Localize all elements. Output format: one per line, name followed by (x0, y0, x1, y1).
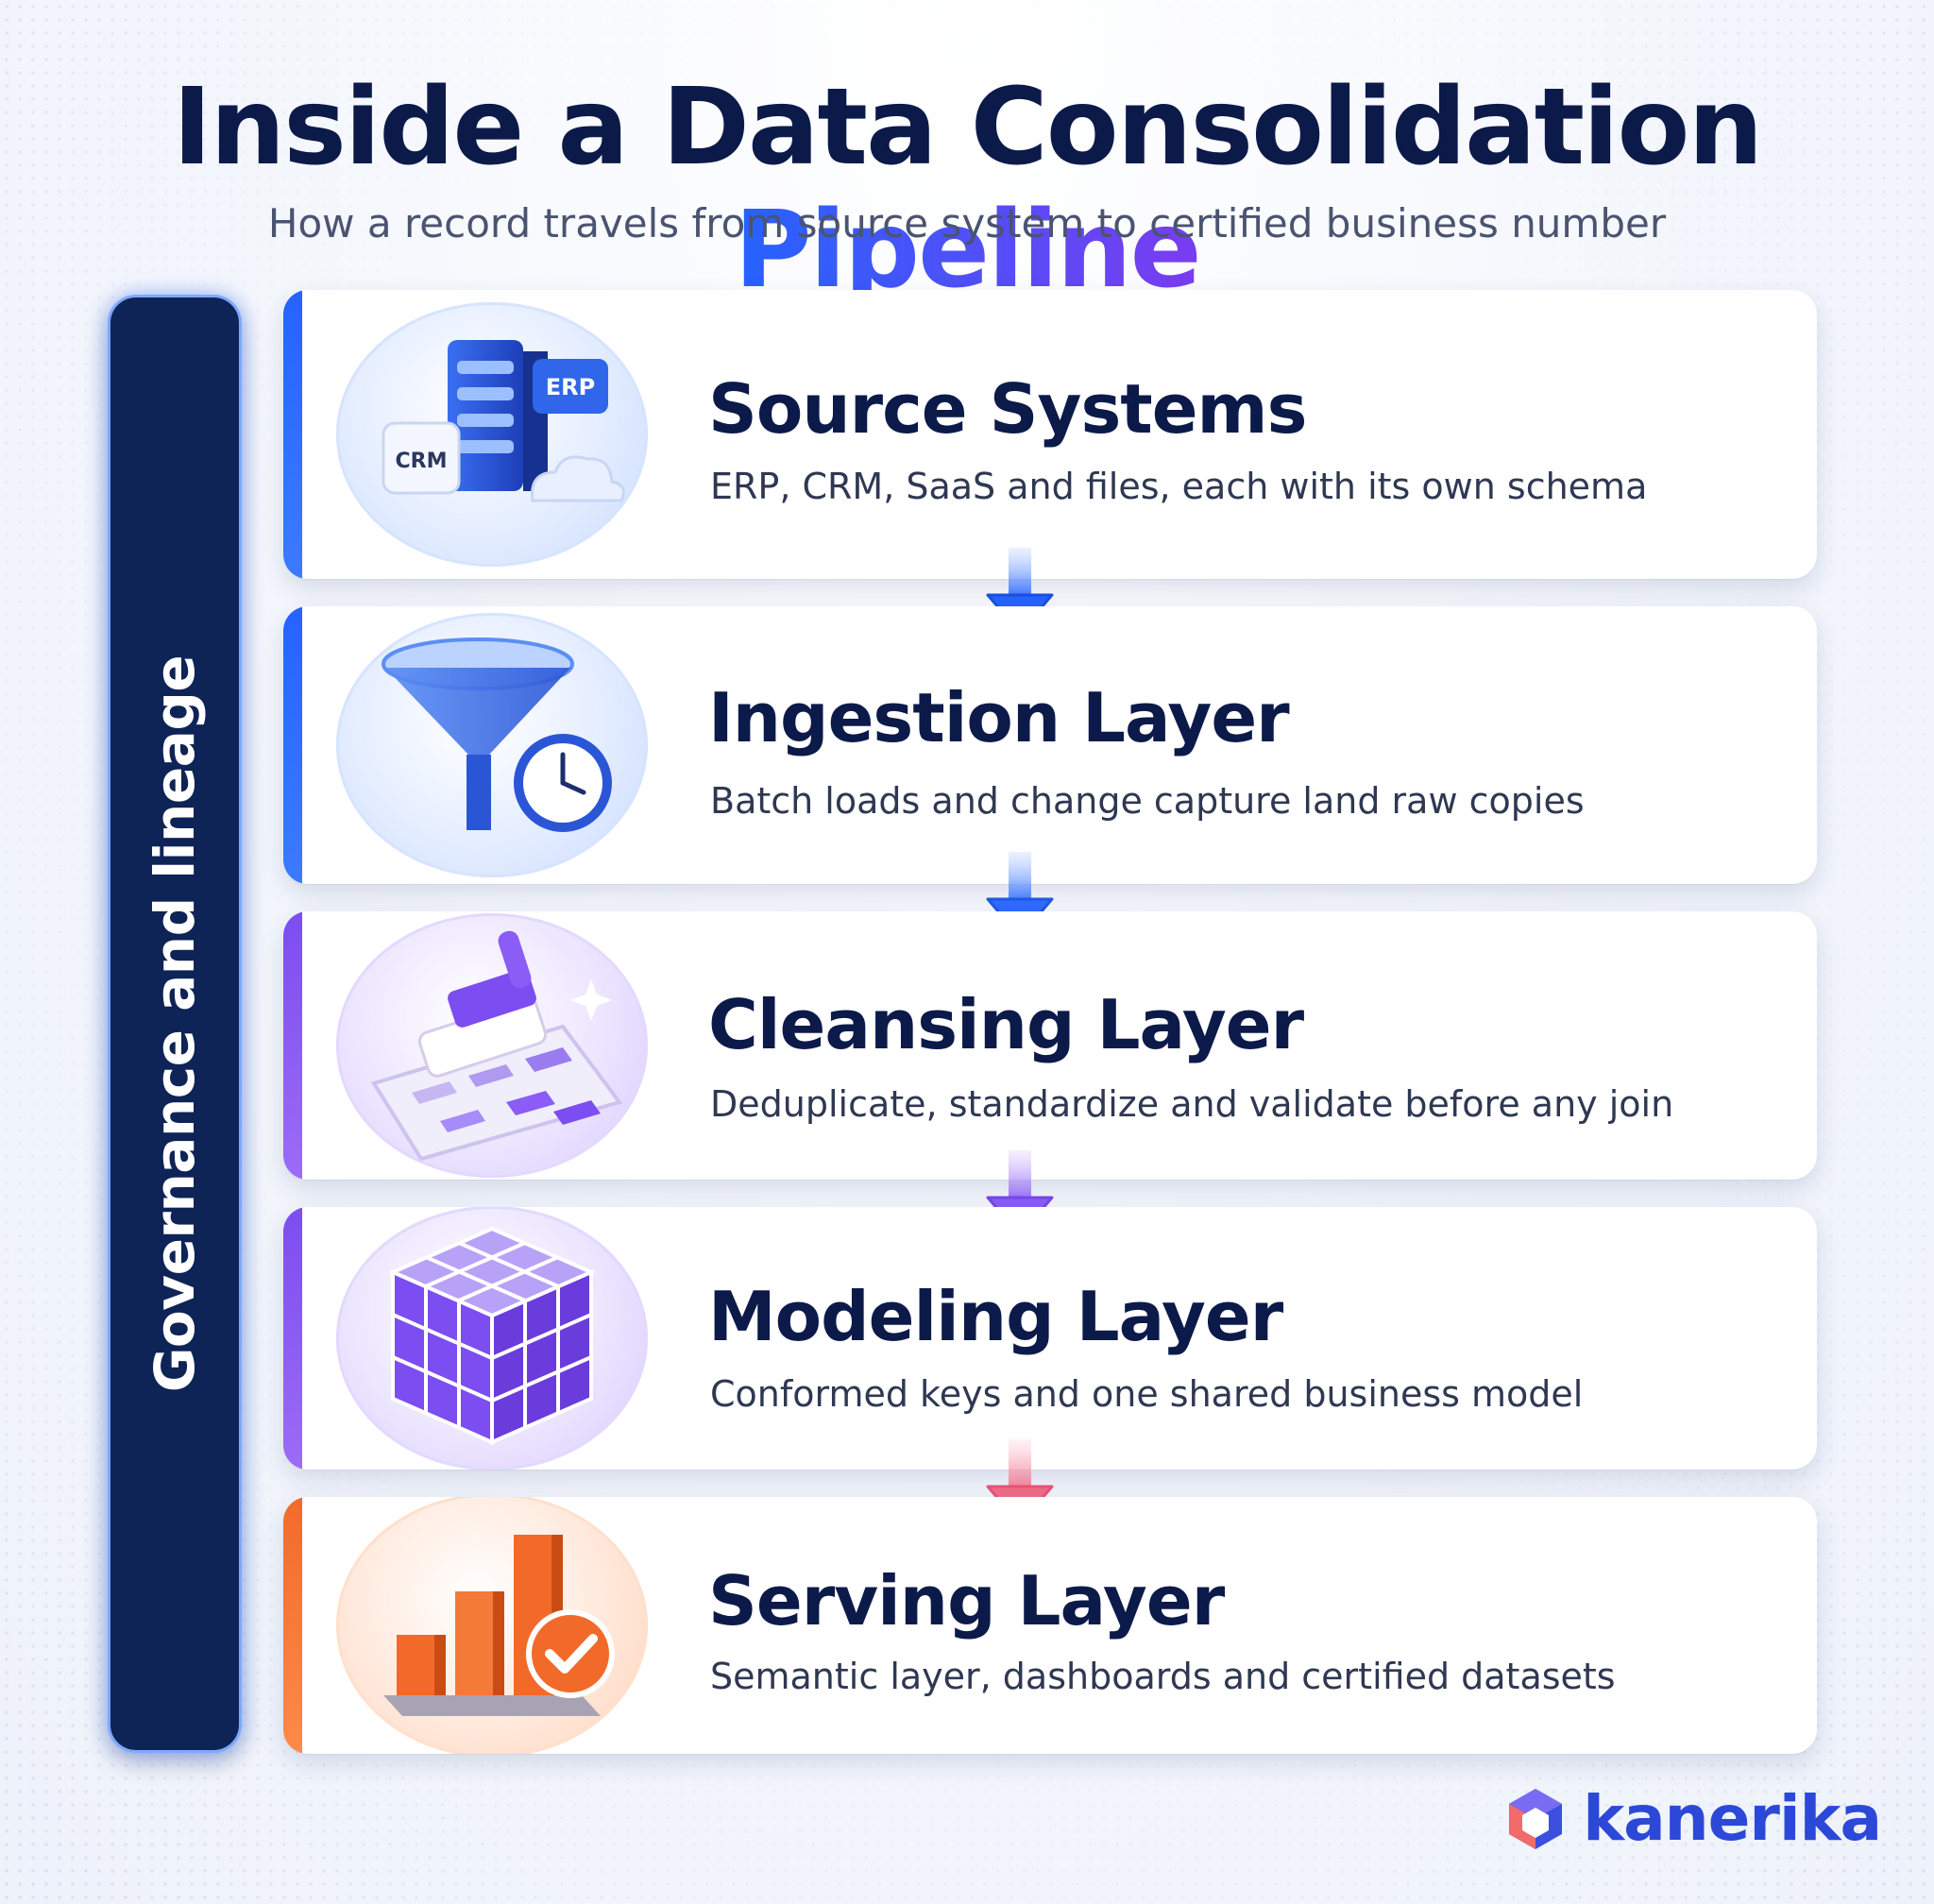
stage-accent-edge (283, 290, 302, 579)
stage-title: Modeling Layer (708, 1277, 1283, 1356)
stage-card-source-systems: ERP CRM Source Systems ERP, CRM, SaaS an… (283, 290, 1817, 579)
stage-description: Batch loads and change capture land raw … (710, 780, 1585, 822)
stage-card-modeling-layer: Modeling Layer Conformed keys and one sh… (283, 1207, 1817, 1470)
brush-grid-icon (336, 913, 648, 1178)
cube-icon (336, 1207, 648, 1470)
page-title: Inside a Data Consolidation Pipeline (0, 66, 1934, 312)
brand-name: kanerika (1583, 1782, 1882, 1855)
crm-label: CRM (396, 450, 448, 473)
stage-description: ERP, CRM, SaaS and files, each with its … (710, 466, 1648, 507)
stage-accent-edge (283, 1207, 302, 1470)
server-database-icon: ERP CRM (336, 302, 648, 567)
hexagon-cube-logo-icon (1509, 1788, 1563, 1849)
bar-chart-check-icon (336, 1497, 648, 1754)
stage-description: Semantic layer, dashboards and certified… (710, 1656, 1616, 1697)
stage-title: Cleansing Layer (708, 985, 1304, 1064)
brand-logo: kanerika (1501, 1782, 1882, 1855)
title-main: Inside a Data Consolidation (172, 66, 1763, 189)
funnel-clock-icon (336, 613, 648, 877)
page-subtitle: How a record travels from source system … (267, 200, 1667, 246)
stage-accent-edge (283, 911, 302, 1180)
erp-label: ERP (546, 374, 595, 400)
stage-card-serving-layer: Serving Layer Semantic layer, dashboards… (283, 1497, 1817, 1754)
stage-accent-edge (283, 1497, 302, 1754)
stage-title: Source Systems (708, 369, 1307, 449)
stage-description: Conformed keys and one shared business m… (710, 1373, 1584, 1415)
stage-title: Ingestion Layer (708, 678, 1290, 757)
stage-accent-edge (283, 606, 302, 884)
governance-label: Governance and lineage (143, 654, 207, 1393)
stage-title: Serving Layer (708, 1561, 1225, 1640)
stage-card-cleansing-layer: Cleansing Layer Deduplicate, standardize… (283, 911, 1817, 1180)
governance-sidebar: Governance and lineage (108, 295, 242, 1753)
stage-description: Deduplicate, standardize and validate be… (710, 1083, 1674, 1125)
stage-card-ingestion-layer: Ingestion Layer Batch loads and change c… (283, 606, 1817, 884)
